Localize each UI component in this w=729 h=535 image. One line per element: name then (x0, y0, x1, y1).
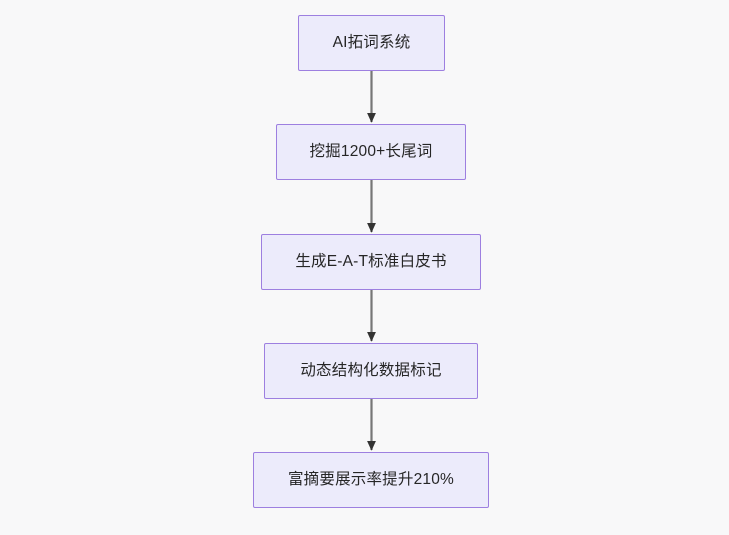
flowchart-node-eat-whitepaper[interactable]: 生成E-A-T标准白皮书 (261, 234, 481, 290)
node-label: AI拓词系统 (332, 33, 411, 51)
flowchart-node-rich-snippet-result[interactable]: 富摘要展示率提升210% (253, 452, 489, 508)
node-label: 挖掘1200+长尾词 (309, 142, 433, 160)
node-label: 动态结构化数据标记 (300, 361, 442, 379)
node-label: 生成E-A-T标准白皮书 (295, 252, 447, 270)
flowchart-node-structured-data-markup[interactable]: 动态结构化数据标记 (264, 343, 478, 399)
node-label: 富摘要展示率提升210% (287, 470, 455, 488)
flowchart-node-ai-keyword-system[interactable]: AI拓词系统 (298, 15, 445, 71)
flowchart-node-longtail-mining[interactable]: 挖掘1200+长尾词 (276, 124, 466, 180)
